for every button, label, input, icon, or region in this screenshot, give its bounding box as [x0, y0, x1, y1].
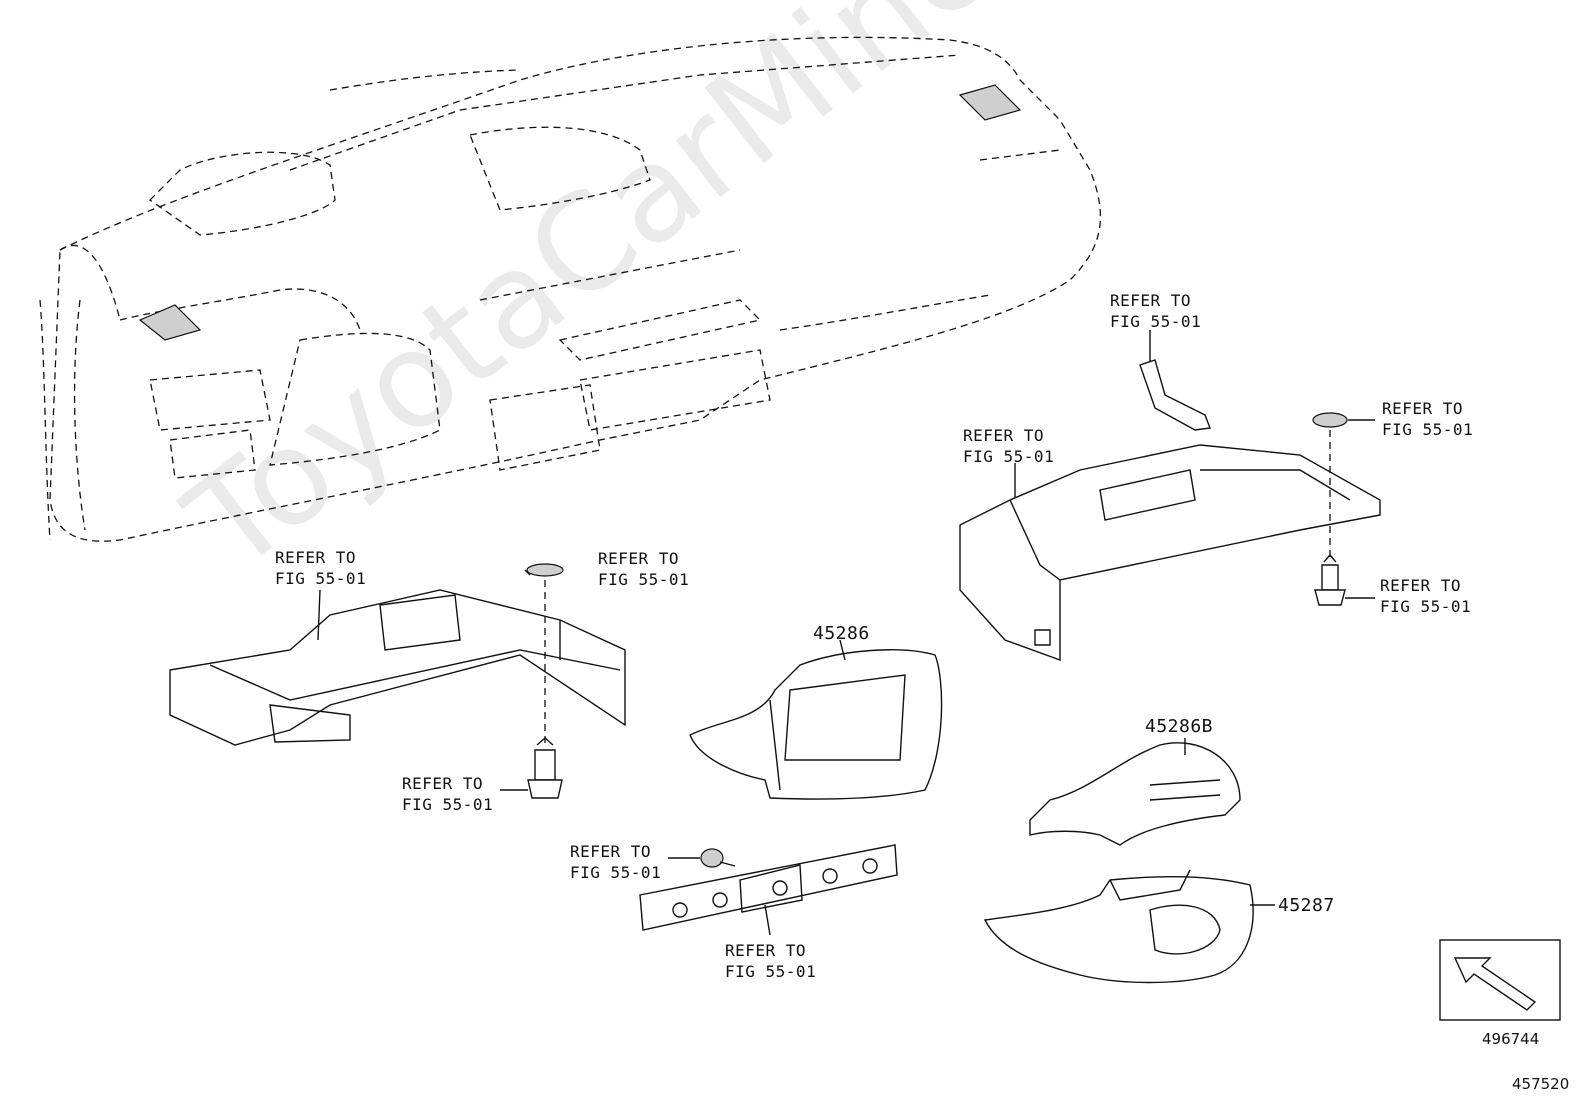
cover-45287	[983, 869, 1254, 984]
refer-label-bracket-right: REFER TO FIG 55-01	[1110, 290, 1201, 332]
screw-right	[1314, 553, 1346, 606]
leader-panel-left	[317, 589, 321, 641]
refer-label-screw-right: REFER TO FIG 55-01	[1380, 575, 1471, 617]
leader-strip	[764, 904, 771, 936]
refer-line2: FIG 55-01	[1380, 597, 1472, 616]
refer-line1: REFER TO	[570, 842, 652, 861]
panel-vent-left	[138, 304, 202, 341]
refer-label-clip-strip: REFER TO FIG 55-01	[570, 841, 661, 883]
instrument-panel-outline	[39, 36, 1102, 542]
part-number-45286b: 45286B	[1145, 716, 1214, 737]
retainer-strip	[639, 844, 898, 931]
refer-label-clip-left: REFER TO FIG 55-01	[598, 548, 689, 590]
part-number-45286: 45286	[813, 623, 870, 644]
refer-label-panel-right: REFER TO FIG 55-01	[963, 425, 1054, 467]
refer-label-panel-left: REFER TO FIG 55-01	[275, 547, 366, 589]
refer-line2: FIG 55-01	[598, 570, 690, 589]
lower-panel-left	[169, 589, 626, 746]
refer-line2: FIG 55-01	[570, 863, 662, 882]
refer-line1: REFER TO	[275, 548, 357, 567]
figure-code: 496744	[1482, 1030, 1540, 1048]
refer-line1: REFER TO	[1380, 576, 1462, 595]
screw-left-bottom	[527, 737, 563, 799]
refer-line2: FIG 55-01	[402, 795, 494, 814]
refer-line1: REFER TO	[1110, 291, 1192, 310]
front-arrow-box	[1439, 939, 1561, 1021]
refer-line2: FIG 55-01	[1110, 312, 1202, 331]
refer-line2: FIG 55-01	[725, 962, 817, 981]
refer-line1: REFER TO	[598, 549, 680, 568]
page-code: 457520	[1512, 1075, 1570, 1093]
clip-strip	[700, 848, 736, 868]
cover-45286	[689, 639, 943, 800]
refer-label-clip-right: REFER TO FIG 55-01	[1382, 398, 1473, 440]
refer-label-strip: REFER TO FIG 55-01	[725, 940, 816, 982]
refer-line2: FIG 55-01	[275, 569, 367, 588]
refer-label-screw-left: REFER TO FIG 55-01	[402, 773, 493, 815]
clip-right-top	[1312, 412, 1348, 428]
refer-line2: FIG 55-01	[963, 447, 1055, 466]
refer-line2: FIG 55-01	[1382, 420, 1474, 439]
refer-line1: REFER TO	[725, 941, 807, 960]
panel-vent-right	[958, 84, 1022, 121]
cover-45286b	[1029, 742, 1241, 846]
lower-panel-right	[959, 444, 1381, 661]
clip-left-top	[526, 563, 564, 577]
front-arrow-icon	[1453, 957, 1537, 1011]
refer-line1: REFER TO	[1382, 399, 1464, 418]
leader-clip-left-label	[524, 569, 531, 576]
refer-line1: REFER TO	[963, 426, 1045, 445]
bracket-right	[1139, 359, 1211, 431]
part-number-45287: 45287	[1278, 895, 1335, 916]
refer-line1: REFER TO	[402, 774, 484, 793]
